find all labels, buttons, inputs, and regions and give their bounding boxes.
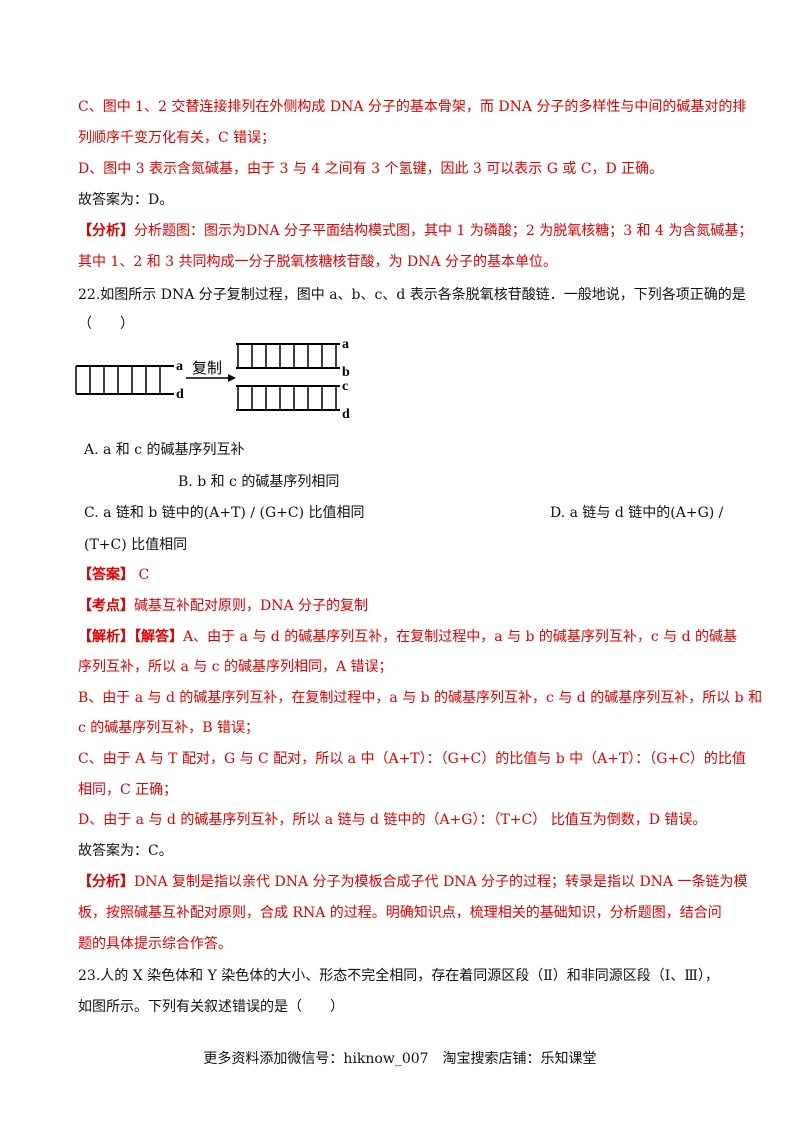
analysis-text: DNA 复制是指以亲代 DNA 分子为模板合成子代 DNA 分子的过程；转录是指…	[134, 874, 748, 890]
text-line: 故答案为：D。	[78, 192, 174, 208]
explanation-line: 【解析】【解答】A、由于 a 与 d 的碱基序列互补，在复制过程中，a 与 b …	[78, 627, 737, 647]
analysis-text: 分析题图：图示为DNA 分子平面结构模式图，其中 1 为磷酸；2 为脱氧核糖；3…	[134, 223, 753, 239]
answer-tag: 【答案】	[78, 567, 134, 583]
analysis-tag: 【分析】	[78, 223, 134, 239]
analysis-line: 【分析】分析题图：图示为DNA 分子平面结构模式图，其中 1 为磷酸；2 为脱氧…	[78, 221, 752, 241]
option-d-cont: (T+C) 比值相同	[84, 537, 188, 553]
question-23-cont: 如图所示。下列有关叙述错误的是（ ）	[78, 999, 344, 1015]
knowledge-point-tag: 【考点】	[78, 598, 134, 614]
knowledge-point-text: 碱基互补配对原则，DNA 分子的复制	[134, 598, 369, 614]
option-a: A. a 和 c 的碱基序列互补	[84, 442, 245, 458]
analysis-tag: 【分析】	[78, 874, 134, 890]
daughter-dna-bottom	[236, 385, 340, 411]
arrow-icon	[186, 374, 236, 382]
answer-value: C	[134, 567, 150, 583]
analysis-line: 【分析】DNA 复制是指以亲代 DNA 分子为模板合成子代 DNA 分子的过程；…	[78, 872, 748, 892]
page-footer: 更多资料添加微信号：hiknow_007 淘宝搜索店铺：乐知课堂	[203, 1051, 597, 1067]
label-c: c	[342, 379, 348, 394]
text-line: 列顺序千变万化有关，C 错误；	[78, 130, 276, 146]
text-line: C、图中 1、2 交替连接排列在外侧构成 DNA 分子的基本骨架，而 DNA 分…	[78, 99, 747, 115]
text-line: D、由于 a 与 d 的碱基序列互补，所以 a 链与 d 链中的（A+G）：（T…	[78, 812, 707, 828]
arrow-label: 复制	[192, 359, 222, 377]
text-line: B、由于 a 与 d 的碱基序列互补，在复制过程中，a 与 b 的碱基序列互补，…	[78, 690, 763, 706]
explanation-text: A、由于 a 与 d 的碱基序列互补，在复制过程中，a 与 b 的碱基序列互补，…	[183, 629, 738, 645]
text-line: 题的具体提示综合作答。	[78, 936, 232, 952]
question-22-blank: （ ）	[78, 316, 134, 332]
text-line: D、图中 3 表示含氮碱基，由于 3 与 4 之间有 3 个氢键，因此 3 可以…	[78, 161, 664, 177]
label-b: b	[342, 365, 350, 380]
question-23: 23.人的 X 染色体和 Y 染色体的大小、形态不完全相同，存在着同源区段（Ⅱ）…	[78, 968, 719, 984]
dna-replication-diagram: a d 复制	[75, 337, 350, 422]
knowledge-point-line: 【考点】碱基互补配对原则，DNA 分子的复制	[78, 596, 368, 616]
text-line: c 的碱基序列互补，B 错误；	[78, 720, 260, 736]
text-line: 板，按照碱基互补配对原则，合成 RNA 的过程。明确知识点，梳理相关的基础知识，…	[78, 905, 722, 921]
label-d-parent: d	[176, 387, 184, 402]
explanation-tag: 【解析】【解答】	[78, 629, 183, 645]
text-line: 故答案为：C。	[78, 843, 173, 859]
label-a-parent: a	[176, 359, 183, 374]
text-line: 其中 1、2 和 3 共同构成一分子脱氧核糖核苷酸，为 DNA 分子的基本单位。	[78, 254, 558, 270]
label-a-daughter: a	[342, 337, 349, 352]
parent-dna	[75, 365, 174, 395]
answer-line: 【答案】 C	[78, 565, 149, 585]
question-22: 22.如图所示 DNA 分子复制过程，图中 a、b、c、d 表示各条脱氧核苷酸链…	[78, 287, 746, 303]
option-d: D. a 链与 d 链中的(A+G) /	[550, 505, 724, 521]
daughter-dna-top	[236, 343, 340, 369]
text-line: 相同，C 正确；	[78, 782, 178, 798]
text-line: 序列互补，所以 a 与 c 的碱基序列相同，A 错误；	[78, 659, 393, 675]
text-line: C、由于 A 与 T 配对，G 与 C 配对，所以 a 中（A+T）：（G+C）…	[78, 751, 746, 767]
option-c: C. a 链和 b 链中的(A+T) / (G+C) 比值相同	[84, 505, 365, 521]
option-b: B. b 和 c 的碱基序列相同	[178, 474, 340, 490]
label-d-daughter: d	[342, 407, 350, 422]
